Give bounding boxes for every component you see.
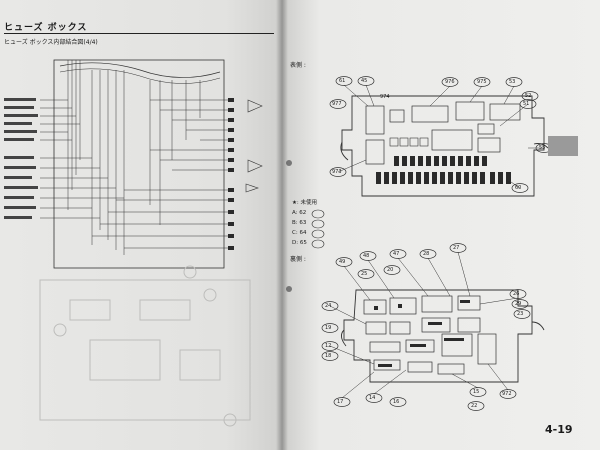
front-callout-52: 52 xyxy=(525,93,532,99)
back-callout-20: 20 xyxy=(387,267,394,273)
back-callout-24: 24 xyxy=(325,303,332,309)
front-callout-53: 53 xyxy=(509,79,516,85)
front-callout-45: 45 xyxy=(361,78,368,84)
front-callout-61: 61 xyxy=(339,78,346,84)
back-callout-12: 12 xyxy=(325,343,332,349)
front-callout-976: 976 xyxy=(445,79,455,85)
title-rule xyxy=(4,33,274,34)
legend-item-d: D: 65 xyxy=(292,240,307,246)
back-callout-49: 49 xyxy=(339,259,346,265)
front-callout-973: 973 xyxy=(332,169,342,175)
back-callout-48: 48 xyxy=(363,253,370,259)
right-page: 表側 : 裏側 : 974 ★: 未使用 A: 62 B: 63 C: 64 D… xyxy=(282,0,600,450)
legend-item-b: B: 63 xyxy=(292,220,307,226)
front-callout-975: 975 xyxy=(477,79,487,85)
back-callout-15: 15 xyxy=(473,389,480,395)
back-callout-16: 16 xyxy=(393,399,400,405)
front-callout-60: 60 xyxy=(515,185,522,191)
legend-note: ★: 未使用 xyxy=(292,200,318,206)
back-callout-47: 47 xyxy=(393,251,400,257)
back-callout-14: 14 xyxy=(369,395,376,401)
legend-item-c: C: 64 xyxy=(292,230,307,236)
diagram-caption: ヒューズ ボックス内部結合図(4/4) xyxy=(4,39,98,46)
back-callout-23: 23 xyxy=(517,311,524,317)
back-callout-19: 19 xyxy=(325,325,332,331)
back-view-label: 裏側 : xyxy=(290,256,306,263)
back-callout-25: 25 xyxy=(361,271,368,277)
back-callout-26: 26 xyxy=(513,291,520,297)
back-callout-17: 17 xyxy=(337,399,344,405)
wiring-diagram xyxy=(4,59,263,427)
front-callout-55: 55 xyxy=(539,145,546,151)
section-tab xyxy=(548,136,578,156)
front-callout-977: 977 xyxy=(332,101,342,107)
legend: ★: 未使用 A: 62 B: 63 C: 64 D: 65 xyxy=(292,198,317,248)
back-callout-29: 29 xyxy=(515,301,522,307)
back-callout-28: 28 xyxy=(423,251,430,257)
front-callout-51: 51 xyxy=(523,101,530,107)
front-unused-marker: 974 xyxy=(380,94,390,100)
page-number: 4-19 xyxy=(545,423,573,436)
back-callout-972: 972 xyxy=(502,391,512,397)
fuse-box-diagrams xyxy=(311,76,553,411)
book-gutter xyxy=(276,0,288,450)
page-title: ヒューズ ボックス xyxy=(4,23,88,33)
legend-item-a: A: 62 xyxy=(292,210,307,216)
back-callout-27: 27 xyxy=(453,245,460,251)
binder-hole xyxy=(286,160,292,166)
back-callout-18: 18 xyxy=(325,353,332,359)
front-view-label: 表側 : xyxy=(290,62,306,69)
binder-hole xyxy=(286,286,292,292)
back-callout-22: 22 xyxy=(471,403,478,409)
left-page: ヒューズ ボックス ヒューズ ボックス内部結合図(4/4) xyxy=(0,0,282,450)
